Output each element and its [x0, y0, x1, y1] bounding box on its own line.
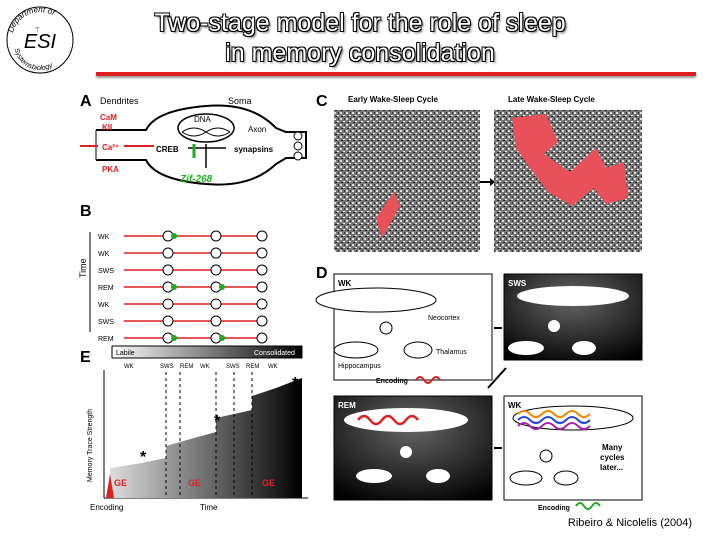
zif-expression-dot: [171, 284, 177, 290]
neuron-icon: [163, 299, 173, 309]
neuron-icon: [163, 265, 173, 275]
pka-label: PKA: [102, 165, 119, 174]
dna-label: DNA: [194, 115, 212, 124]
creb-label: CREB: [156, 145, 179, 154]
department-logo: Department of Systemsbiology ESI ⚚: [4, 4, 76, 76]
panel-b-time-axis: Time: [78, 258, 88, 278]
e-stage-label: WK: [124, 364, 134, 370]
neuron-icon: [257, 265, 267, 275]
neuron-icon: [211, 248, 221, 258]
d-rem-label: REM: [338, 401, 356, 410]
panel-a: A Dendrites Soma DNA Axon CREB synapsins…: [80, 93, 306, 185]
panel-b-rows: WK WK SWS REM WK SWS REM: [98, 231, 267, 343]
zif-expression-dot: [219, 284, 225, 290]
synapsins-label: synapsins: [234, 145, 274, 154]
title-line-1: Two-stage model for the role of sleep: [80, 8, 640, 38]
zif-expression-dot: [171, 335, 177, 341]
panel-b-row-label: WK: [98, 251, 110, 258]
panel-d: D WK Neocortex Thalamus Hippocampus Enco…: [316, 265, 642, 512]
d-encoding2-label: Encoding: [538, 505, 570, 512]
title-line-2: in memory consolidation: [80, 38, 640, 68]
e-stage-label: REM: [246, 364, 259, 370]
neuron-icon: [211, 299, 221, 309]
neuron-icon: [257, 248, 267, 258]
panel-c: C Early Wake-Sleep Cycle Late Wake-Sleep…: [316, 93, 642, 252]
panel-e-label: E: [80, 349, 91, 366]
panel-b-row-label: WK: [98, 234, 110, 241]
e-stage-label: SWS: [160, 364, 174, 370]
neuron-icon: [163, 248, 173, 258]
neuron-icon: [211, 316, 221, 326]
neuron-icon: [211, 265, 221, 275]
zif-expression-dot: [171, 233, 177, 239]
e-stage-label: WK: [200, 364, 210, 370]
d-many-2: cycles: [600, 453, 625, 462]
d-hippocampus-label: Hippocampus: [338, 363, 381, 370]
citation: Ribeiro & Nicolelis (2004): [568, 517, 692, 529]
e-consolidated-label: Consolidated: [254, 350, 295, 357]
zif-expression-dot: [219, 335, 225, 341]
e-stage-label: REM: [180, 364, 193, 370]
camkii-label-1: CaM: [100, 113, 117, 122]
e-ge-3: GE: [262, 478, 275, 488]
e-labile-label: Labile: [116, 350, 135, 357]
e-time-label: Time: [200, 503, 218, 512]
logo-top-text: Department of: [6, 5, 57, 34]
d-sws-label: SWS: [508, 279, 527, 288]
e-ylabel: Memory Trace Strength: [87, 409, 94, 482]
panel-b-label: B: [80, 203, 92, 220]
dendrites-label: Dendrites: [100, 96, 139, 106]
d-many-1: Many: [602, 443, 623, 452]
e-stage-labels: WK SWS REM WK SWS REM WK: [124, 364, 278, 370]
panel-b: B Time WK WK SWS REM WK SWS REM: [78, 203, 267, 343]
logo-figure-icon: ⚚: [34, 26, 40, 34]
neuron-icon: [257, 299, 267, 309]
panel-b-row-label: REM: [98, 336, 114, 343]
e-star-2: *: [214, 413, 221, 430]
panel-b-row-label: SWS: [98, 268, 114, 275]
e-star-1: *: [140, 449, 147, 466]
neuron-icon: [257, 333, 267, 343]
d-neocortex-label: Neocortex: [428, 315, 460, 322]
logo-center-text: ESI: [24, 31, 57, 53]
ca-label: Ca²⁺: [102, 143, 119, 152]
svg-text:Department of: Department of: [6, 5, 57, 34]
early-cycle-image: [334, 110, 480, 252]
e-ge-2: GE: [188, 478, 201, 488]
panel-b-row-label: SWS: [98, 319, 114, 326]
d-thalamus-label: Thalamus: [436, 349, 467, 356]
panel-b-row-label: REM: [98, 285, 114, 292]
axon-label: Axon: [248, 125, 266, 134]
panel-c-label: C: [316, 93, 328, 110]
panel-d-label: D: [316, 265, 328, 282]
panel-c-early: Early Wake-Sleep Cycle: [348, 95, 439, 104]
title-underline: [96, 72, 696, 76]
e-ge-1: GE: [114, 478, 127, 488]
zif268-label: Zif-268: [179, 174, 213, 185]
e-stage-label: WK: [268, 364, 278, 370]
figure: A Dendrites Soma DNA Axon CREB synapsins…: [76, 88, 656, 518]
e-star-3: *: [292, 375, 299, 392]
neuron-icon: [257, 282, 267, 292]
d-encoding-label: Encoding: [376, 378, 408, 385]
neuron-icon: [257, 231, 267, 241]
neuron-icon: [257, 316, 267, 326]
e-encoding-label: Encoding: [90, 503, 123, 512]
d-wk-label: WK: [338, 279, 352, 288]
slide-title: Two-stage model for the role of sleep in…: [80, 8, 640, 68]
d-wk2-label: WK: [508, 401, 522, 410]
d-many-3: later...: [600, 463, 623, 472]
panel-a-label: A: [80, 93, 92, 110]
neuron-icon: [211, 231, 221, 241]
soma-label: Soma: [228, 96, 252, 106]
camkii-label-2: KII: [102, 123, 112, 132]
panel-c-late: Late Wake-Sleep Cycle: [508, 95, 595, 104]
panel-b-row-label: WK: [98, 302, 110, 309]
neuron-icon: [163, 316, 173, 326]
e-stage-label: SWS: [226, 364, 240, 370]
